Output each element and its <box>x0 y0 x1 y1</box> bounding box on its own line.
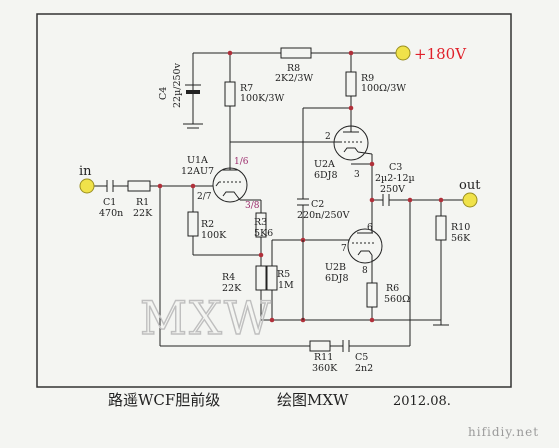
u1a-ref: U1A <box>187 155 208 166</box>
r3-ref: R3 <box>254 217 267 228</box>
u2a-type: 6DJ8 <box>314 170 338 181</box>
r8-ref: R8 <box>287 63 300 74</box>
input-terminal <box>79 178 95 194</box>
r5-value: 1M <box>278 280 294 291</box>
r10-ref: R10 <box>451 222 470 233</box>
r1-value: 22K <box>133 208 153 219</box>
c3-ref: C3 <box>389 162 402 173</box>
c5-ref: C5 <box>355 352 368 363</box>
r7-value: 100K/3W <box>240 93 284 104</box>
r6-resistor <box>366 282 378 308</box>
r11-ref: R11 <box>314 352 333 363</box>
c1-ref: C1 <box>103 197 116 208</box>
r11-resistor <box>309 340 331 352</box>
r5-ref: R5 <box>277 269 290 280</box>
u2b-ref: U2B <box>325 262 346 273</box>
u2b-pin-cathode: 8 <box>362 266 368 276</box>
r2-resistor <box>187 211 199 237</box>
r8-value: 2K2/3W <box>275 73 313 84</box>
c3-capacitor <box>382 194 390 206</box>
r9-resistor <box>345 71 357 97</box>
u2a-pin-cathode: 3 <box>354 170 360 180</box>
r5-resistor <box>266 265 278 291</box>
title-date: 2012.08. <box>393 394 451 409</box>
u2a-pin-plate: 2 <box>325 132 331 142</box>
c5-capacitor <box>342 340 350 352</box>
schematic-border <box>36 13 512 388</box>
c5-value: 2n2 <box>355 363 373 374</box>
output-terminal <box>462 192 478 208</box>
u1a-pin-grid: 2/7 <box>197 192 212 202</box>
u1a-type: 12AU7 <box>181 166 214 177</box>
r9-ref: R9 <box>361 73 374 84</box>
watermark: MXW <box>140 291 273 345</box>
r10-resistor <box>435 215 447 241</box>
r4-resistor <box>255 265 267 291</box>
supply-terminal <box>395 45 411 61</box>
output-label: out <box>459 178 481 193</box>
c2-ref: C2 <box>311 199 324 210</box>
title-author: 绘图MXW <box>277 391 349 409</box>
r9-value: 100Ω/3W <box>361 83 406 94</box>
c2-value: 220n/250V <box>297 210 350 221</box>
u1a-pin-plate: 1/6 <box>234 157 249 167</box>
u2b-pin-grid: 7 <box>341 244 347 254</box>
c2-capacitor <box>297 198 309 206</box>
u2b-type: 6DJ8 <box>325 273 349 284</box>
r6-value: 560Ω <box>384 294 410 305</box>
input-label: in <box>79 164 92 179</box>
c4-value: 22µ/250v <box>172 62 183 108</box>
r2-ref: R2 <box>201 219 214 230</box>
c4-ref: C4 <box>158 87 169 100</box>
r1-ref: R1 <box>136 197 149 208</box>
u1a-tube <box>212 165 248 203</box>
u2a-tube <box>303 125 373 161</box>
r7-resistor <box>224 81 236 107</box>
r3-value: 5K6 <box>254 228 273 239</box>
site-watermark: hifidiy.net <box>468 425 539 439</box>
r2-value: 100K <box>201 230 227 241</box>
c1-capacitor <box>106 180 114 192</box>
u1a-pin-cathode: 3/8 <box>245 201 260 211</box>
u2b-pin-plate: 6 <box>367 223 373 233</box>
r11-value: 360K <box>312 363 338 374</box>
u2b-tube <box>347 222 383 266</box>
title-text: 路遥WCF胆前级 <box>108 391 220 409</box>
r4-value: 22K <box>222 283 242 294</box>
r4-ref: R4 <box>222 272 235 283</box>
u2a-ref: U2A <box>314 159 335 170</box>
r8-resistor <box>280 47 312 59</box>
c3-value: 2µ2-12µ <box>375 173 415 184</box>
r7-ref: R7 <box>240 83 253 94</box>
c3-value2: 250V <box>380 184 405 195</box>
r1-resistor <box>127 180 151 192</box>
r3-resistor <box>255 212 267 238</box>
c4-capacitor <box>185 84 201 104</box>
junction-dots <box>157 50 444 323</box>
r10-value: 56K <box>451 233 471 244</box>
c1-value: 470n <box>99 208 123 219</box>
r6-ref: R6 <box>386 283 399 294</box>
wiring <box>93 52 465 347</box>
supply-label: +180V <box>414 45 467 63</box>
